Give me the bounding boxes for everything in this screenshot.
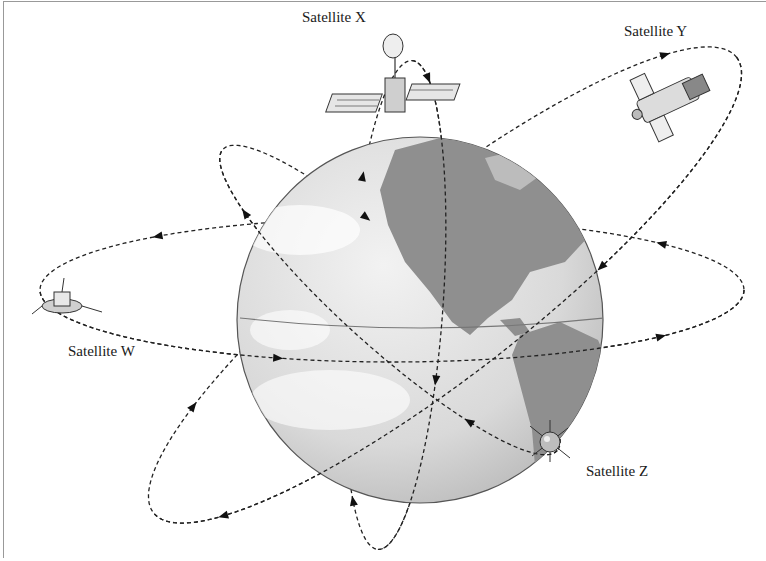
satellite-label: Satellite X (300, 8, 368, 26)
equator-line (240, 318, 605, 328)
orbit-path (378, 61, 446, 550)
orbit-path (153, 57, 741, 523)
orbit-arrowhead (659, 49, 671, 60)
orbit-arrowhead (360, 211, 373, 223)
orbit-arrowhead (358, 170, 368, 181)
satellite-y-figure (618, 51, 720, 147)
cloud (250, 310, 330, 350)
satellite-label: Satellite W (66, 342, 137, 360)
orbit-arrowhead (655, 239, 667, 249)
orbit-arrowhead (152, 231, 163, 241)
orbit-front (40, 57, 744, 549)
cloud (250, 370, 410, 430)
north-america (380, 138, 592, 335)
orbit-path (148, 47, 741, 523)
satellite-x-figure (326, 34, 460, 112)
cloud (240, 205, 360, 255)
orbit-back (40, 47, 744, 549)
satellite-w-figure (32, 278, 102, 314)
orbit-arrowhead (273, 354, 284, 363)
satellite-label: Satellite Z (584, 462, 650, 480)
orbit-arrowhead (431, 375, 440, 386)
orbit-arrowhead (187, 400, 199, 413)
satellite-label: Satellite Y (622, 22, 689, 40)
frame-line (3, 1, 4, 558)
frame-line (3, 1, 766, 2)
lake-region (485, 150, 545, 190)
orbit-arrowhead (217, 511, 229, 521)
orbit-arrowhead (655, 331, 667, 341)
globe-outline (237, 137, 603, 503)
orbit-arrowhead (462, 415, 475, 427)
orbit-arrows (152, 49, 671, 521)
orbit-arrowhead (595, 261, 608, 274)
orbit-arrowhead (423, 72, 434, 84)
satellite-z-figure (530, 420, 570, 462)
orbit-path (40, 290, 744, 362)
orbit-arrowhead (348, 495, 358, 506)
orbit-arrowhead (239, 207, 251, 220)
orbit-path (220, 149, 557, 454)
